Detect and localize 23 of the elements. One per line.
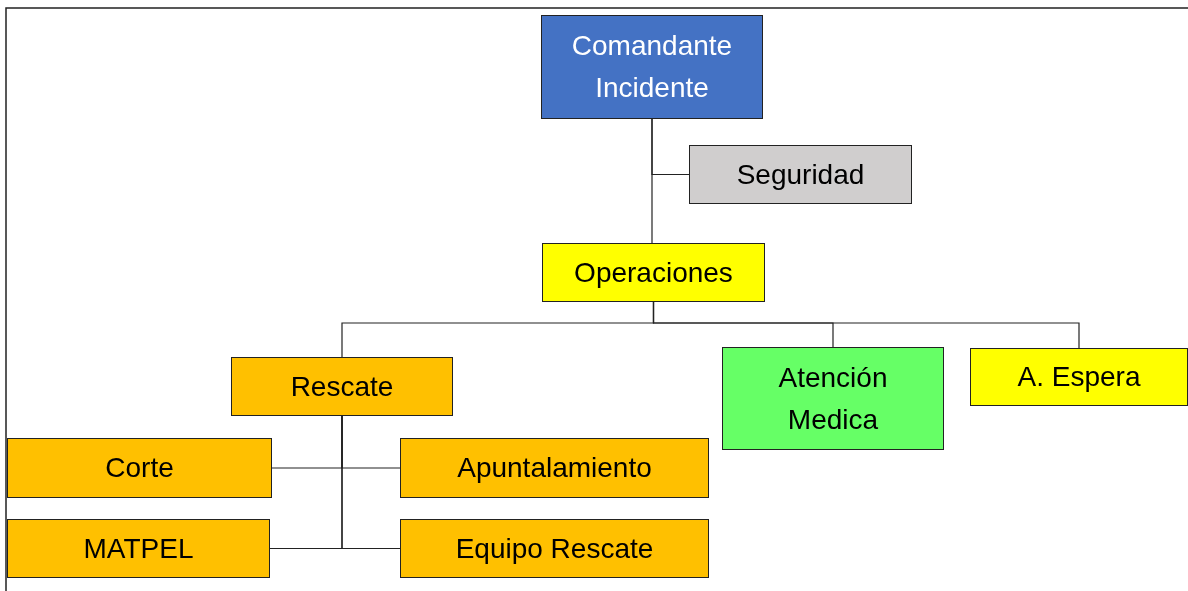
connector-line [652, 301, 1080, 349]
role-label: Seguridad [736, 157, 865, 192]
org-chart-box [542, 243, 765, 302]
role-label: Equipo Rescate [455, 531, 654, 566]
role-label: Apuntalamiento [457, 451, 652, 485]
org-chart-box [689, 145, 912, 204]
org-chart-box [722, 347, 944, 450]
org-chart-box [970, 348, 1188, 406]
org-chart-box [7, 438, 272, 498]
role-label: Atención Medica [777, 360, 889, 437]
org-chart-box [400, 519, 709, 578]
org-chart-box [400, 438, 709, 498]
org-chart-box [7, 519, 270, 578]
connector-line [651, 118, 653, 244]
role-label: A. Espera [1017, 360, 1141, 394]
org-chart-box [231, 357, 453, 416]
role-label: Corte [105, 451, 174, 485]
role-label: MATPEL [83, 531, 194, 566]
role-label: Operaciones [574, 255, 733, 290]
role-label: Rescate [290, 369, 394, 404]
connector-line [341, 415, 401, 550]
role-label: Comandante Incidente [570, 29, 734, 105]
org-chart-box [541, 15, 763, 119]
